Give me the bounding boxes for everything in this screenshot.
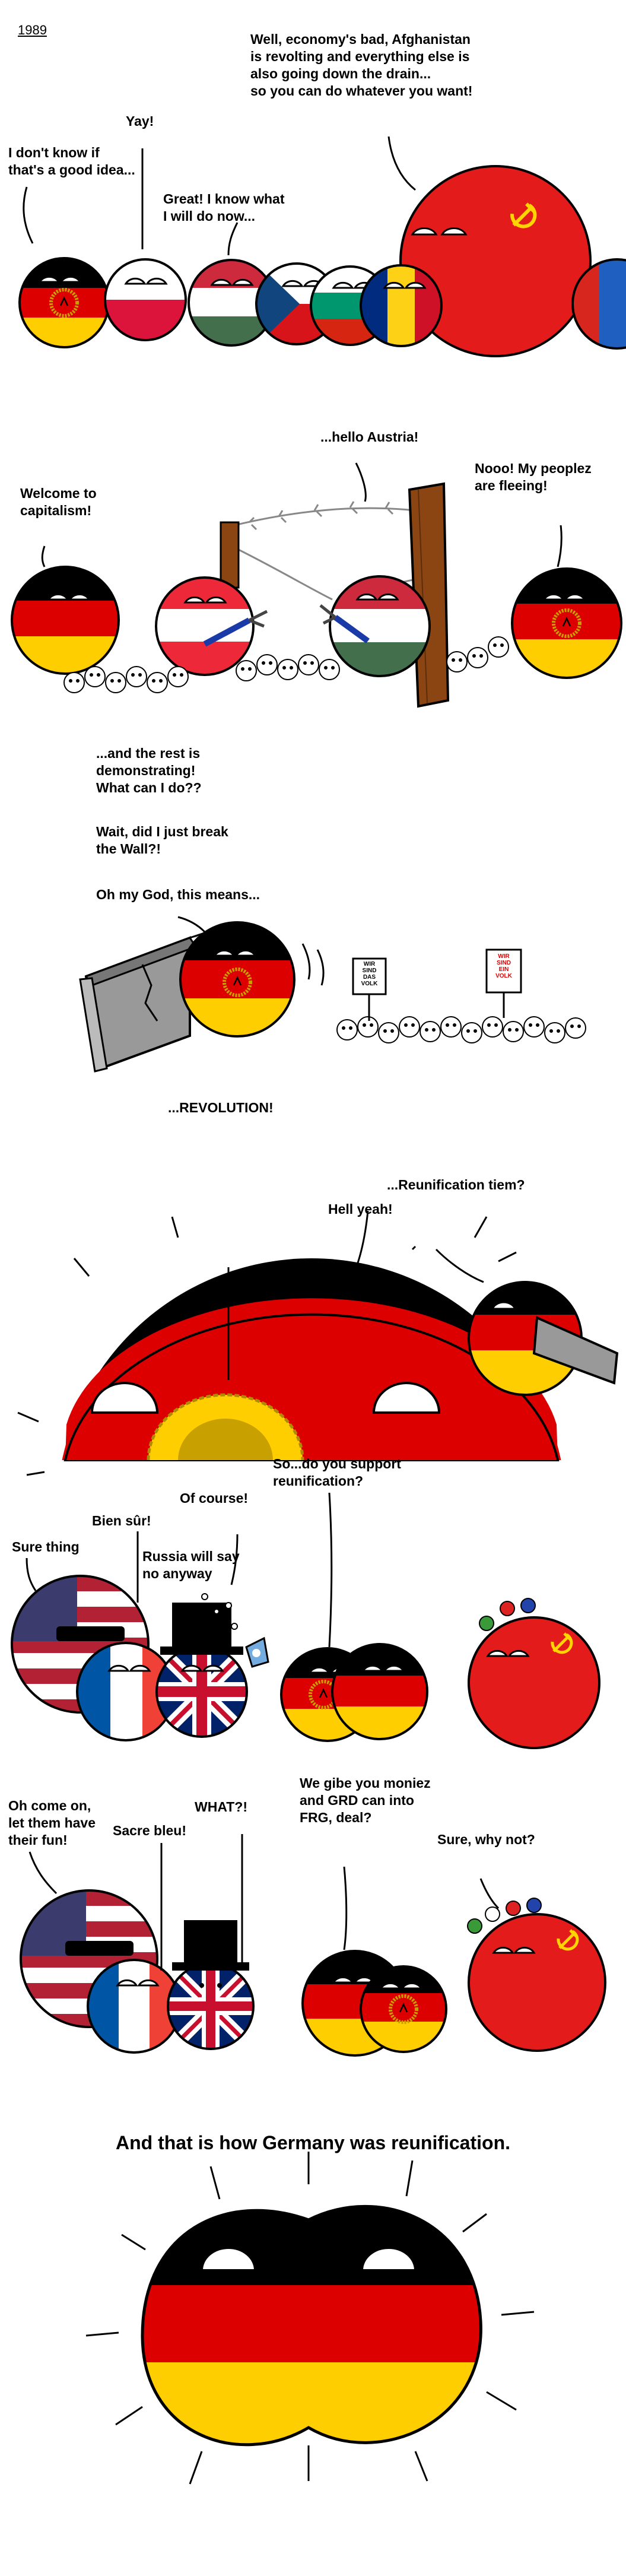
hungary-speech-1: Great! I know what I will do now... [163,191,285,224]
gdr-speech-3b: Wait, did I just break the Wall?! [96,824,228,856]
speech-pointers-4 [349,1210,484,1283]
poland-speech-1: Yay! [126,113,154,129]
ending-panel [85,2152,535,2485]
gdr-speech-1: I don't know if that's a good idea... [8,145,135,177]
gdr-speech-5: So...do you support reunification? [273,1456,401,1489]
france-speech-6: Sacre bleu! [113,1823,186,1838]
panel-1 [18,136,626,357]
gdr-ball-3 [179,921,325,1038]
frg-speech-4: ...Reunification tiem? [387,1177,525,1192]
speech-pointers-2 [41,462,563,567]
usa-speech-5: Sure thing [12,1539,80,1555]
ussr-ball [399,165,592,357]
romania-ball [360,264,443,347]
ussr-speech-6: Sure, why not? [437,1832,535,1847]
protest-sign-1 [352,957,387,1021]
big-gdr-ball-shape [63,1298,560,1461]
gdr-speech-2: Nooo! My peoplez are fleeing! [475,461,592,493]
gdr-ball [18,257,110,348]
hungary-speech-2: ...hello Austria! [320,429,419,445]
panel-6 [20,1834,606,2057]
ussr-speech-1: Well, economy's bad, Afghanistan is revo… [250,31,473,99]
protest-sign-2-text: WIR SIND EIN VOLK [495,953,512,979]
fence-post-left [220,521,240,589]
thought-bubbles [201,1593,238,1630]
uk-thought-5: Russia will say no anyway [142,1549,240,1581]
panel-3 [79,916,586,1073]
protest-sign-1-text: WIR SIND DAS VOLK [361,961,378,987]
uk-speech-5: Of course! [180,1490,249,1506]
argentina-ball [245,1636,269,1668]
frg-speech-6: We gibe you moniez and GRD can into FRG,… [300,1775,431,1825]
speech-pointers-3 [177,916,206,933]
ussr-ball-5 [468,1598,600,1749]
uk-ball-6 [167,1920,255,2050]
protest-sign-2 [485,948,522,1018]
poland-ball [104,258,187,341]
frg-ball-4 [468,1281,619,1396]
uk-ball [155,1603,248,1738]
frg-ball [11,566,120,675]
unified-germany-ball [141,2204,482,2447]
gdr-speech-3c: Oh my God, this means... [96,887,260,902]
france-speech-5: Bien sûr! [92,1513,151,1528]
gdr-ball-2 [511,567,622,679]
year-label: 1989 [18,23,47,37]
crowd [336,1016,586,1043]
wire-cutters-hungary [319,604,370,644]
gdr-speech-4: Hell yeah! [328,1201,393,1217]
panel-5 [11,1492,600,1749]
gdr-speech-3a: ...and the rest is demonstrating! What c… [96,745,202,795]
frg-speech-2: Welcome to capitalism! [20,486,97,518]
panel-2 [11,462,622,708]
speech-pointers-5 [26,1492,333,1648]
speech-pointers-6 [28,1834,500,1971]
excitement-lines [17,1216,517,1476]
revolution-speech: ...REVOLUTION! [168,1100,274,1115]
wire-cutters-austria [203,610,268,647]
sunburst-lines [85,2152,535,2485]
usa-speech-6: Oh come on, let them have their fun! [8,1798,96,1848]
uk-speech-6: WHAT?! [195,1799,247,1814]
speech-pointers-1 [23,136,416,256]
ending-caption: And that is how Germany was reunificatio… [116,2132,510,2153]
ussr-ball-6 [467,1898,606,2052]
